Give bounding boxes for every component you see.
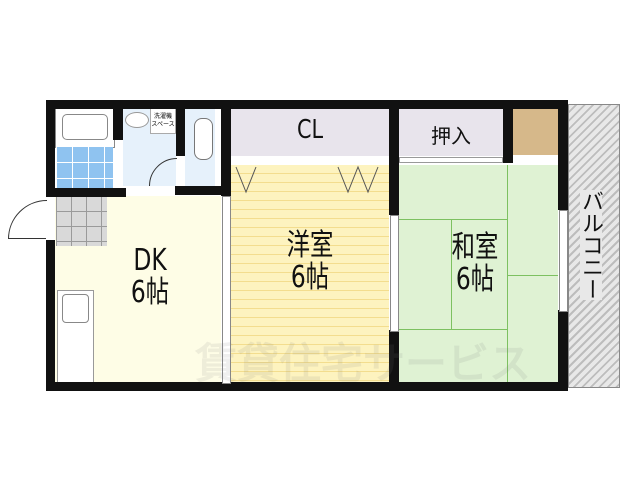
entrance-floor <box>56 196 107 246</box>
dk-room-name: DK <box>133 243 167 278</box>
laundry-space: 洗濯機 スペース <box>150 108 176 134</box>
wall-toilet-cl <box>221 100 231 196</box>
tatami-line <box>399 219 507 220</box>
wall-bottom <box>46 382 568 391</box>
dk-room-label: DK 6帖 <box>95 245 204 308</box>
wall-cl-jp <box>389 100 399 215</box>
balcony-window[interactable] <box>559 210 568 312</box>
tatami-line <box>507 275 558 276</box>
closet-cl-label: CL <box>296 115 324 145</box>
tatami-line <box>507 165 508 382</box>
wall-right-lower <box>558 310 568 390</box>
japanese-room-size: 6帖 <box>455 261 495 297</box>
western-room-floor <box>231 165 389 382</box>
toilet <box>194 118 213 160</box>
western-room-size: 6帖 <box>290 259 330 295</box>
wall-left-lower <box>46 240 55 390</box>
wall-left-upper <box>46 100 55 196</box>
wall-right-upper <box>558 100 568 210</box>
watermark: 賃貸住宅サービス <box>195 339 532 388</box>
balcony-label: バルコニー <box>578 190 603 300</box>
japanese-room-name: 和室 <box>451 230 499 265</box>
balcony <box>568 104 620 388</box>
tatami-line <box>399 329 507 330</box>
dk-room-size: 6帖 <box>130 274 170 310</box>
japanese-room-label: 和室 6帖 <box>420 232 529 295</box>
bath-floor <box>56 146 113 188</box>
storage-brown <box>513 108 558 155</box>
oshiire-sliding-door <box>399 157 503 163</box>
wall-bath-wash <box>113 100 123 140</box>
closet-cl <box>231 108 389 156</box>
wall-oshiire-storage <box>503 100 513 163</box>
washbasin <box>125 112 149 128</box>
entrance-door-leaf <box>8 238 46 239</box>
wall-top <box>46 100 568 109</box>
wall-bath-bottom <box>46 188 126 197</box>
dk-western-sliding-door[interactable] <box>222 196 231 384</box>
laundry-label-2: スペース <box>151 121 175 128</box>
wall-cl-jp-lower <box>389 330 399 390</box>
western-room-name: 洋室 <box>286 228 334 263</box>
closet-door-swing-icons <box>235 165 379 194</box>
western-room-label: 洋室 6帖 <box>255 230 364 293</box>
wall-wash-toilet <box>176 100 185 156</box>
wall-wash-bottom <box>175 186 230 195</box>
japanese-room-floor <box>399 165 558 382</box>
closet-oshiire-label: 押入 <box>431 124 471 148</box>
western-japanese-sliding-door[interactable] <box>390 215 399 332</box>
bathtub-inner <box>62 114 108 140</box>
closet-oshiire <box>399 108 503 156</box>
kitchen-sink <box>62 294 89 323</box>
tatami-line <box>451 219 452 329</box>
laundry-label-1: 洗濯機 <box>153 113 172 120</box>
